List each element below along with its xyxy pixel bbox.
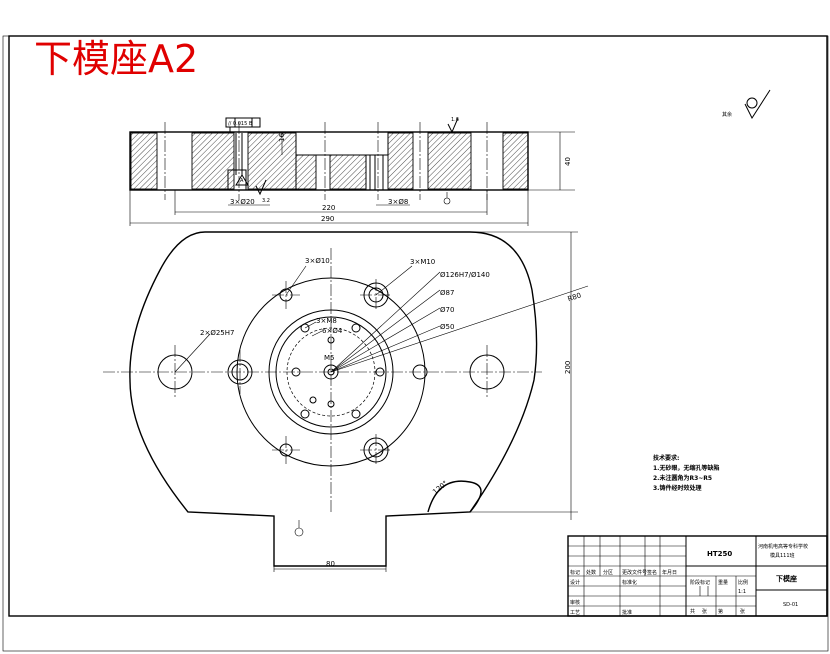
tb-h-file: 更改文件号 bbox=[622, 569, 647, 576]
tb-school-sub: 模具111班 bbox=[770, 552, 795, 559]
label-m5: M5 bbox=[324, 354, 335, 362]
tech-req-item-3: 3.铸件经时效处理 bbox=[653, 484, 701, 492]
tb-weight: 重量 bbox=[718, 579, 728, 586]
tb-h-count: 处数 bbox=[586, 569, 596, 576]
label-6xd4: 6×Ø4 bbox=[322, 327, 343, 335]
label-3xm8: 3×M8 bbox=[316, 317, 337, 325]
dim-290: 290 bbox=[321, 215, 334, 223]
roughness-a: 1.6 bbox=[451, 117, 459, 123]
tb-stage: 阶段标记 bbox=[690, 579, 710, 586]
label-3xd10: 3×Ø10 bbox=[305, 257, 330, 265]
roughness-b: 3.2 bbox=[262, 198, 270, 204]
dim-220: 220 bbox=[322, 204, 335, 212]
roughness-symbol-circle bbox=[746, 97, 758, 109]
tech-req-item-1: 1.无砂眼，无缩孔等缺陷 bbox=[653, 464, 719, 472]
tb-sheet-unit-2: 张 bbox=[740, 608, 745, 615]
tech-req-heading: 技术要求: bbox=[653, 454, 679, 462]
sheet-title: 下模座A2 bbox=[34, 37, 198, 81]
tb-check: 审核 bbox=[570, 599, 580, 606]
label-r80: R80 bbox=[567, 291, 583, 303]
title-block: HT250 河南机电高等专科学校 模具111班 下模座 SD-01 1:1 标记… bbox=[567, 535, 828, 617]
tb-h-sign: 签名 bbox=[647, 569, 657, 576]
tb-sheets: 共 bbox=[690, 608, 695, 615]
tb-material: HT250 bbox=[707, 550, 732, 558]
tb-design: 设计 bbox=[570, 579, 580, 586]
label-phi126: Ø126H7/Ø140 bbox=[440, 271, 490, 279]
dim-3xd20: 3×Ø20 bbox=[230, 198, 255, 206]
tb-craft: 工艺 bbox=[570, 610, 580, 616]
tb-sheet: 第 bbox=[718, 608, 723, 615]
tb-ratio: 比例 bbox=[738, 579, 748, 586]
tb-part-name: 下模座 bbox=[776, 574, 797, 583]
technical-requirements: 技术要求: 1.无砂眼，无缩孔等缺陷 2.未注圆角为R3~R5 3.铸件经时效处… bbox=[653, 454, 719, 492]
tb-h-mark: 标记 bbox=[570, 569, 580, 576]
label-3xm10: 3×M10 bbox=[410, 258, 435, 266]
tolerance-frame: // 0.015 B bbox=[228, 121, 253, 127]
dim-3xd8: 3×Ø8 bbox=[388, 198, 408, 206]
tb-std: 标准化 bbox=[622, 579, 637, 586]
tb-h-zone: 分区 bbox=[603, 569, 613, 576]
tb-approve: 批准 bbox=[622, 609, 632, 616]
dim-200: 200 bbox=[564, 361, 572, 374]
label-2xd25: 2×Ø25H7 bbox=[200, 329, 234, 337]
section-view: // 0.015 B 1.6 3.2 A 16 40 3×Ø20 3×Ø8 22… bbox=[129, 117, 575, 226]
roughness-note: 其余 bbox=[722, 111, 732, 118]
datum-a: A bbox=[240, 178, 244, 184]
inner-frame bbox=[8, 35, 828, 617]
dim-16: 16 bbox=[278, 133, 286, 142]
tech-req-item-2: 2.未注圆角为R3~R5 bbox=[653, 474, 712, 482]
label-phi70: Ø70 bbox=[440, 306, 454, 314]
tb-school: 河南机电高等专科学校 bbox=[758, 543, 808, 550]
dim-angle-120: 120° bbox=[431, 479, 449, 496]
tb-sheet-unit-1: 张 bbox=[702, 608, 707, 615]
tb-drawing-no: SD-01 bbox=[783, 602, 798, 608]
label-phi87: Ø87 bbox=[440, 289, 454, 297]
roughness-symbol bbox=[744, 89, 771, 120]
label-phi50: Ø50 bbox=[440, 323, 454, 331]
tb-scale: 1:1 bbox=[738, 589, 746, 595]
dim-80: 80 bbox=[326, 560, 335, 568]
plan-view: 120° bbox=[103, 231, 589, 572]
tb-h-date: 年月日 bbox=[662, 569, 677, 576]
dim-40: 40 bbox=[564, 157, 572, 166]
